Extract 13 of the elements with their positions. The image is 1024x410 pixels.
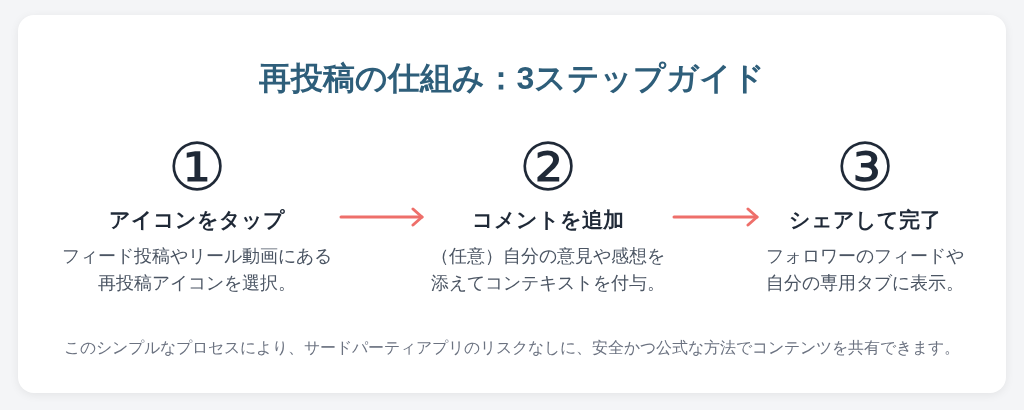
step-title: シェアして完了: [789, 208, 941, 231]
arrow: [339, 207, 424, 227]
step-title: アイコンをタップ: [109, 208, 285, 231]
step-number: ③: [835, 130, 895, 204]
footnote: このシンプルなプロセスにより、サードパーティアプリのリスクなしに、安全かつ公式な方法でコンテンツを共有できます。: [64, 339, 960, 356]
step-description: （任意）自分の意見や感想を添えてコンテキストを付与。: [431, 246, 665, 293]
arrow: [672, 207, 759, 227]
title: 再投稿の仕組み：3ステップガイド: [258, 60, 766, 96]
step-title: コメントを追加: [472, 208, 624, 231]
step-number: ②: [518, 130, 578, 204]
step-description: フォロワーのフィードや自分の専用タブに表示。: [766, 246, 964, 293]
step-description: フィード投稿やリール動画にある再投稿アイコンを選択。: [62, 246, 332, 293]
step-number: ①: [167, 130, 227, 204]
